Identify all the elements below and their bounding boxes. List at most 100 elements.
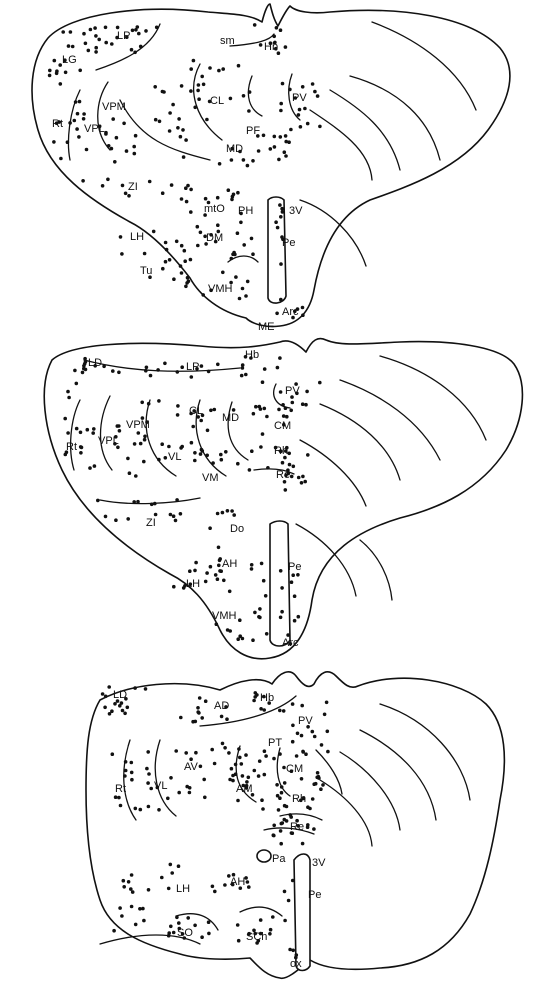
labeled-cell-dot — [284, 474, 288, 478]
labeled-cell-dot — [110, 147, 114, 151]
label-ph: PH — [238, 205, 253, 217]
labeled-cell-dot — [67, 396, 71, 400]
labeled-cell-dot — [273, 145, 277, 149]
labeled-cell-dot — [167, 931, 171, 935]
labeled-cell-dot — [64, 71, 68, 75]
labeled-cell-dot — [204, 580, 208, 584]
labeled-cell-dot — [295, 754, 299, 758]
label-cm: CM — [274, 420, 291, 432]
labeled-cell-dot — [261, 807, 265, 811]
section-2: LD LP Hb PV VPM CL MD CM Rt VPL VL Rh VM… — [44, 339, 522, 659]
labeled-cell-dot — [272, 757, 276, 761]
labeled-cell-dot — [230, 158, 234, 162]
labeled-cell-dot — [298, 108, 302, 112]
labeled-cell-dot — [237, 747, 241, 751]
labeled-cell-dot — [248, 90, 252, 94]
labeled-cell-dot — [261, 432, 265, 436]
labeled-cell-dot — [193, 451, 197, 455]
labeled-cell-dot — [209, 409, 213, 413]
labeled-cell-dot — [193, 569, 197, 573]
labeled-cell-dot — [263, 749, 267, 753]
label-zi: ZI — [146, 517, 156, 529]
labeled-cell-dot — [262, 134, 266, 138]
label-vm: VM — [202, 472, 219, 484]
labeled-cell-dot — [259, 707, 263, 711]
labeled-cell-dot — [221, 742, 225, 746]
labeled-cell-dot — [251, 638, 255, 642]
labeled-cell-dot — [139, 442, 143, 446]
labeled-cell-dot — [134, 474, 138, 478]
labeled-cell-dot — [297, 113, 301, 117]
labeled-cell-dot — [175, 916, 179, 920]
labeled-cell-dot — [189, 757, 193, 761]
labeled-cell-dot — [156, 368, 160, 372]
labeled-cell-dot — [253, 932, 257, 936]
labeled-cell-dot — [211, 885, 215, 889]
labeled-cell-dot — [278, 356, 282, 360]
labeled-cell-dot — [265, 632, 269, 636]
labeled-cell-dot — [253, 611, 257, 615]
labeled-cell-dot — [143, 435, 147, 439]
labeled-cell-dot — [299, 125, 303, 129]
labeled-cell-dot — [274, 220, 278, 224]
labeled-cell-dot — [257, 939, 261, 943]
labeled-cell-dot — [295, 392, 299, 396]
labeled-cell-dot — [63, 417, 67, 421]
labeled-cell-dot — [83, 357, 87, 361]
labeled-cell-dot — [53, 59, 57, 63]
labeled-cell-dot — [294, 382, 298, 386]
labeled-cell-dot — [247, 776, 251, 780]
labeled-cell-dot — [206, 429, 210, 433]
labeled-cell-dot — [237, 64, 241, 68]
labeled-cell-dot — [189, 188, 193, 192]
labeled-cell-dot — [116, 699, 120, 703]
labeled-cell-dot — [236, 799, 240, 803]
labeled-cell-dot — [78, 100, 82, 104]
labeled-cell-dot — [137, 431, 141, 435]
labeled-cell-dot — [288, 88, 292, 92]
labeled-cell-dot — [130, 778, 134, 782]
labeled-cell-dot — [184, 186, 188, 190]
labeled-cell-dot — [290, 769, 294, 773]
labeled-cell-dot — [123, 712, 127, 716]
labeled-cell-dot — [136, 500, 140, 504]
labeled-cell-dot — [295, 819, 299, 823]
labeled-cell-dot — [301, 85, 305, 89]
labeled-cell-dot — [189, 258, 193, 262]
labeled-cell-dot — [316, 771, 320, 775]
labeled-cell-dot — [300, 777, 304, 781]
labeled-cell-dot — [65, 450, 69, 454]
labeled-cell-dot — [118, 906, 122, 910]
labeled-cell-dot — [183, 259, 187, 263]
label-hb: Hb — [260, 692, 274, 704]
labeled-cell-dot — [183, 936, 187, 940]
labeled-cell-dot — [303, 480, 307, 484]
labeled-cell-dot — [252, 412, 256, 416]
labeled-cell-dot — [289, 409, 293, 413]
labeled-cell-dot — [216, 363, 220, 367]
labeled-cell-dot — [217, 546, 221, 550]
labeled-cell-dot — [250, 567, 254, 571]
labeled-cell-dot — [203, 213, 207, 217]
labeled-cell-dot — [301, 306, 305, 310]
labeled-cell-dot — [147, 772, 151, 776]
labeled-cell-dot — [281, 210, 285, 214]
labeled-cell-dot — [318, 381, 322, 385]
labeled-cell-dot — [319, 787, 323, 791]
labeled-cell-dot — [240, 762, 244, 766]
labeled-cell-dot — [189, 67, 193, 71]
labeled-cell-dot — [113, 702, 117, 706]
labeled-cell-dot — [316, 94, 320, 98]
labeled-cell-dot — [127, 880, 131, 884]
labeled-cell-dot — [269, 147, 273, 151]
labeled-cell-dot — [301, 313, 305, 317]
labeled-cell-dot — [187, 279, 191, 283]
labeled-cell-dot — [119, 235, 123, 239]
labeled-cell-dot — [130, 771, 134, 775]
labeled-cell-dot — [249, 356, 253, 360]
labeled-cell-dot — [232, 408, 236, 412]
labeled-cell-dot — [155, 26, 159, 30]
labeled-cell-dot — [110, 42, 114, 46]
labeled-cell-dot — [66, 431, 70, 435]
labeled-cell-dot — [275, 26, 279, 30]
